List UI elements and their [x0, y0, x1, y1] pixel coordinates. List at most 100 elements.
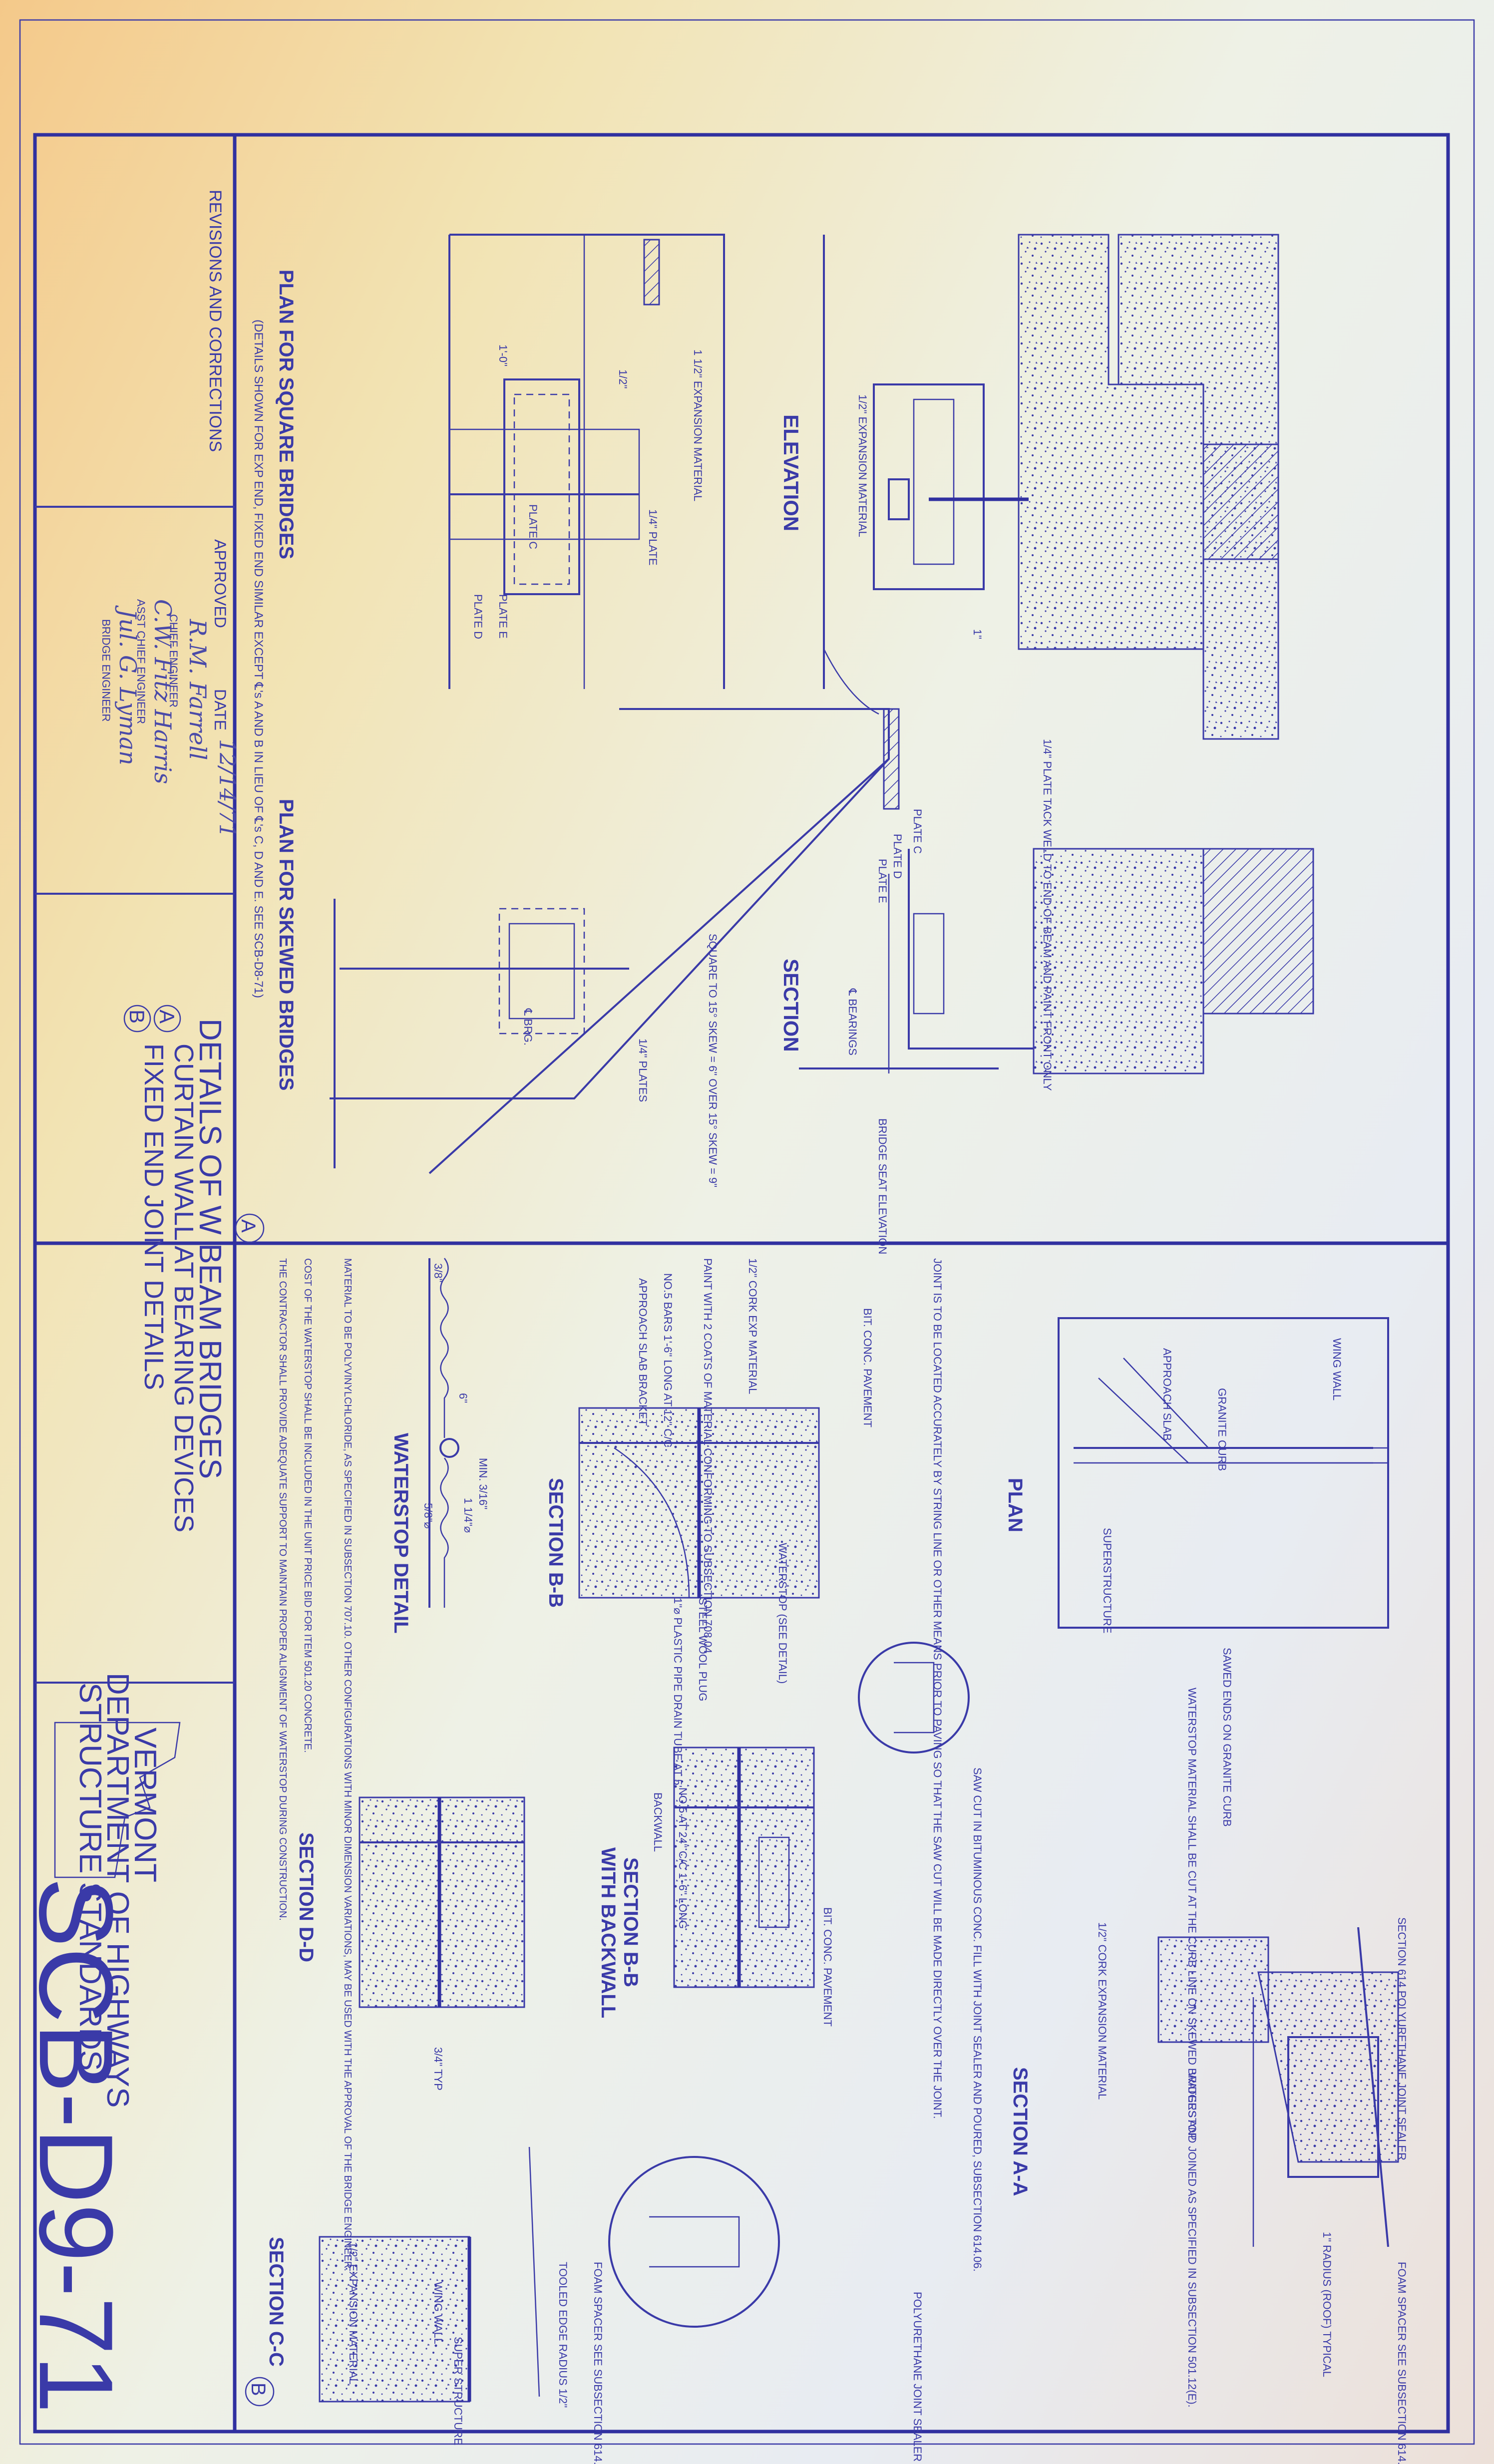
label-foam-spacer: FOAM SPACER SEE SUBSECTION 614.06(C): [1396, 2262, 1408, 2464]
label-waterstop: WATERSTOP: [1186, 2072, 1198, 2140]
label-no5-at24: NO.5 AT 24" C/C 1'-6" LONG: [677, 1787, 689, 1929]
section-bb-drawing: [578, 1407, 970, 1754]
label-three-quarter: 3/4" TYP: [432, 2047, 444, 2091]
waterstop-detail-title: WATERSTOP DETAIL: [390, 1433, 412, 1634]
item-b-marker: B: [125, 1010, 149, 1024]
label-granite-curb: GRANITE CURB: [1216, 1388, 1228, 1471]
label-paint-coats: PAINT WITH 2 COATS OF MATERIAL CONFORMIN…: [702, 1258, 714, 1653]
title-block: VERMONT DEPARTMENT OF HIGHWAYS STRUCTURE…: [17, 190, 240, 2414]
section-cc-drawing: [319, 2146, 780, 2403]
label-dim-58: 5/8"⌀: [422, 1503, 434, 1529]
section-bb-title: SECTION B-B: [545, 1478, 567, 1608]
sheet-main-border: [33, 133, 1450, 2434]
label-dim-38: 3/8": [432, 1263, 444, 1282]
agency-line2: DEPARTMENT OF HIGHWAYS: [100, 1673, 135, 2108]
item-b-text: FIXED END JOINT DETAILS: [139, 1044, 169, 1390]
plan-skewed-bridges-drawing: [330, 708, 900, 1174]
label-tooled-edge: TOOLED EDGE RADIUS 1/2": [557, 2262, 569, 2408]
dim-one-in: 1": [971, 629, 984, 639]
label-square-note: SQUARE TO 15° SKEW = 6" OVER 15° SKEW = …: [707, 934, 719, 1187]
with-backwall-title: WITH BACKWALL: [597, 1847, 619, 2018]
section-bb-backwall-drawing: [673, 1747, 815, 1988]
label-cost-note: COST OF THE WATERSTOP SHALL BE INCLUDED …: [302, 1258, 313, 1753]
label-dim-6: 6": [457, 1393, 469, 1403]
elevation-title: ELEVATION: [779, 414, 803, 531]
label-sawed-ends: SAWED ENDS ON GRANITE CURB: [1221, 1648, 1233, 1827]
section-aa-drawing: [1157, 1927, 1399, 2247]
label-cork-exp: 1/2" CORK EXPANSION MATERIAL: [1096, 1922, 1109, 2100]
label-steel-wool: STEEL WOOL PLUG: [697, 1598, 709, 1701]
label-drain-tube: 1"⌀ PLASTIC PIPE DRAIN TUBE AT 5': [672, 1598, 684, 1787]
elevation-drawing: [823, 234, 1279, 740]
label-bit-conc: BIT. CONC. PAVEMENT: [861, 1308, 874, 1427]
label-contractor-note: THE CONTRACTOR SHALL PROVIDE ADEQUATE SU…: [277, 1258, 288, 1921]
label-foam-spacer-cc: FOAM SPACER SEE SUBSECTION 614.06(C): [592, 2262, 604, 2464]
approved-label: APPROVED: [211, 539, 229, 628]
label-plate-e: PLATE E: [876, 859, 889, 903]
label-plate-e-sq: PLATE E: [497, 594, 509, 639]
label-approach-slab: APPROACH SLAB: [1161, 1348, 1173, 1441]
dim-half-in: 1/2": [617, 369, 629, 388]
item-a-text: CURTAIN WALL AT BEARING DEVICES: [169, 1044, 199, 1532]
section-dd-title: SECTION D-D: [295, 1832, 317, 1962]
circle-a: A: [237, 1219, 259, 1233]
waterstop-detail-drawing: [428, 1258, 459, 1608]
label-bearings: ℄ BEARINGS: [846, 988, 859, 1056]
label-wing-wall: WING WALL: [1331, 1338, 1343, 1401]
signature-bridge: Jul. G. Lyman: [114, 605, 141, 765]
section-drawing: [799, 848, 1314, 1074]
section-dd-drawing: [359, 1796, 525, 2008]
signature-chief: R.M. Farrell: [184, 619, 211, 760]
revisions-label: REVISIONS AND CORRECTIONS: [206, 190, 225, 452]
section-bb-backwall-title: SECTION B-B: [620, 1857, 642, 1987]
date-value: 12/14/71: [214, 739, 240, 838]
section-title: SECTION: [779, 959, 803, 1052]
plan-b-drawing: [1058, 1317, 1389, 1629]
item-a-marker: A: [155, 1010, 179, 1024]
chief-engineer-label: CHIEF ENGINEER: [167, 614, 180, 707]
dim-one-foot: 1'-0": [497, 345, 509, 366]
label-approach-bracket: APPROACH SLAB BRACKET: [637, 1278, 649, 1426]
label-exp-cc: 1/2" EXPANSION MATERIAL: [347, 2242, 360, 2385]
section-aa-title: SECTION A-A: [1009, 2067, 1031, 2196]
date-label: DATE: [211, 689, 229, 730]
label-bars-5: NO.5 BARS 1'-6" LONG AT 12" C/C: [662, 1273, 674, 1447]
asst-chief-label: ASST CHIEF ENGINEER: [135, 599, 147, 724]
drawing-number: SCB-D9-71: [17, 1877, 135, 2414]
detail-a-labels: ELEVATION SECTION PLAN FOR SQUARE BRIDGE…: [235, 270, 1054, 1254]
label-joint-note: JOINT IS TO BE LOCATED ACCURATELY BY STR…: [931, 1258, 944, 2119]
label-bit-conc-2: BIT. CONC. PAVEMENT: [821, 1907, 834, 2027]
sheet-outer-border: [19, 19, 1475, 2445]
signature-asst: C.W. Fitz Harris: [149, 599, 176, 784]
label-waterstop-spec: MATERIAL TO BE POLYVINYLCHLORIDE, AS SPE…: [342, 1258, 353, 2271]
label-plate-c: PLATE C: [911, 809, 924, 854]
label-plate-d: PLATE D: [891, 834, 904, 879]
plan-square-title: PLAN FOR SQUARE BRIDGES: [275, 270, 297, 559]
label-see-detail: WATERSTOP (SEE DETAIL): [776, 1543, 789, 1684]
label-wing-wall-cc: WING WALL: [432, 2282, 444, 2344]
agency-line1: VERMONT: [128, 1728, 162, 1882]
label-plate-weld: 1/4" PLATE TACK WELD TO END OF BEAM AND …: [1041, 739, 1054, 1091]
vermont-map-outline: [54, 1722, 181, 1878]
label-saw-cut: SAW CUT IN BITUMINOUS CONC. FILL WITH JO…: [971, 1767, 984, 2272]
plan-skewed-title: PLAN FOR SKEWED BRIDGES: [275, 799, 297, 1090]
section-cc-title: SECTION C-C: [265, 2237, 287, 2367]
label-joint-sealer: POLYURETHANE JOINT SEALER: [911, 2292, 924, 2462]
label-cork-exp-2: 1/2" CORK EXP MATERIAL: [747, 1258, 759, 1394]
label-quarter-plates: 1/4" PLATES: [637, 1039, 649, 1102]
label-bridge-seat: BRIDGE SEAT ELEVATION: [876, 1118, 889, 1254]
label-backwall: BACKWALL: [652, 1792, 664, 1852]
plan-b-title: PLAN: [1004, 1478, 1026, 1532]
plan-square-bridges-drawing: [448, 234, 725, 689]
circle-b: B: [247, 2383, 269, 2396]
bridge-engineer-label: BRIDGE ENGINEER: [100, 619, 112, 721]
plan-square-note: (DETAILS SHOWN FOR EXP END, FIXED END SI…: [252, 320, 265, 998]
label-min-316: MIN. 3/16": [477, 1458, 489, 1509]
label-super-structure: SUPER STRUCTURE: [452, 2337, 464, 2446]
label-plate-c-sq: PLATE C: [527, 504, 539, 549]
label-quarter-plate: 1/4" PLATE: [647, 509, 659, 566]
label-waterstop-note: WATERSTOP MATERIAL SHALL BE CUT AT THE C…: [1186, 1688, 1198, 2408]
label-plate-d-sq: PLATE D: [472, 594, 484, 639]
label-exp-material-2: 1/2" EXPANSION MATERIAL: [856, 394, 869, 537]
